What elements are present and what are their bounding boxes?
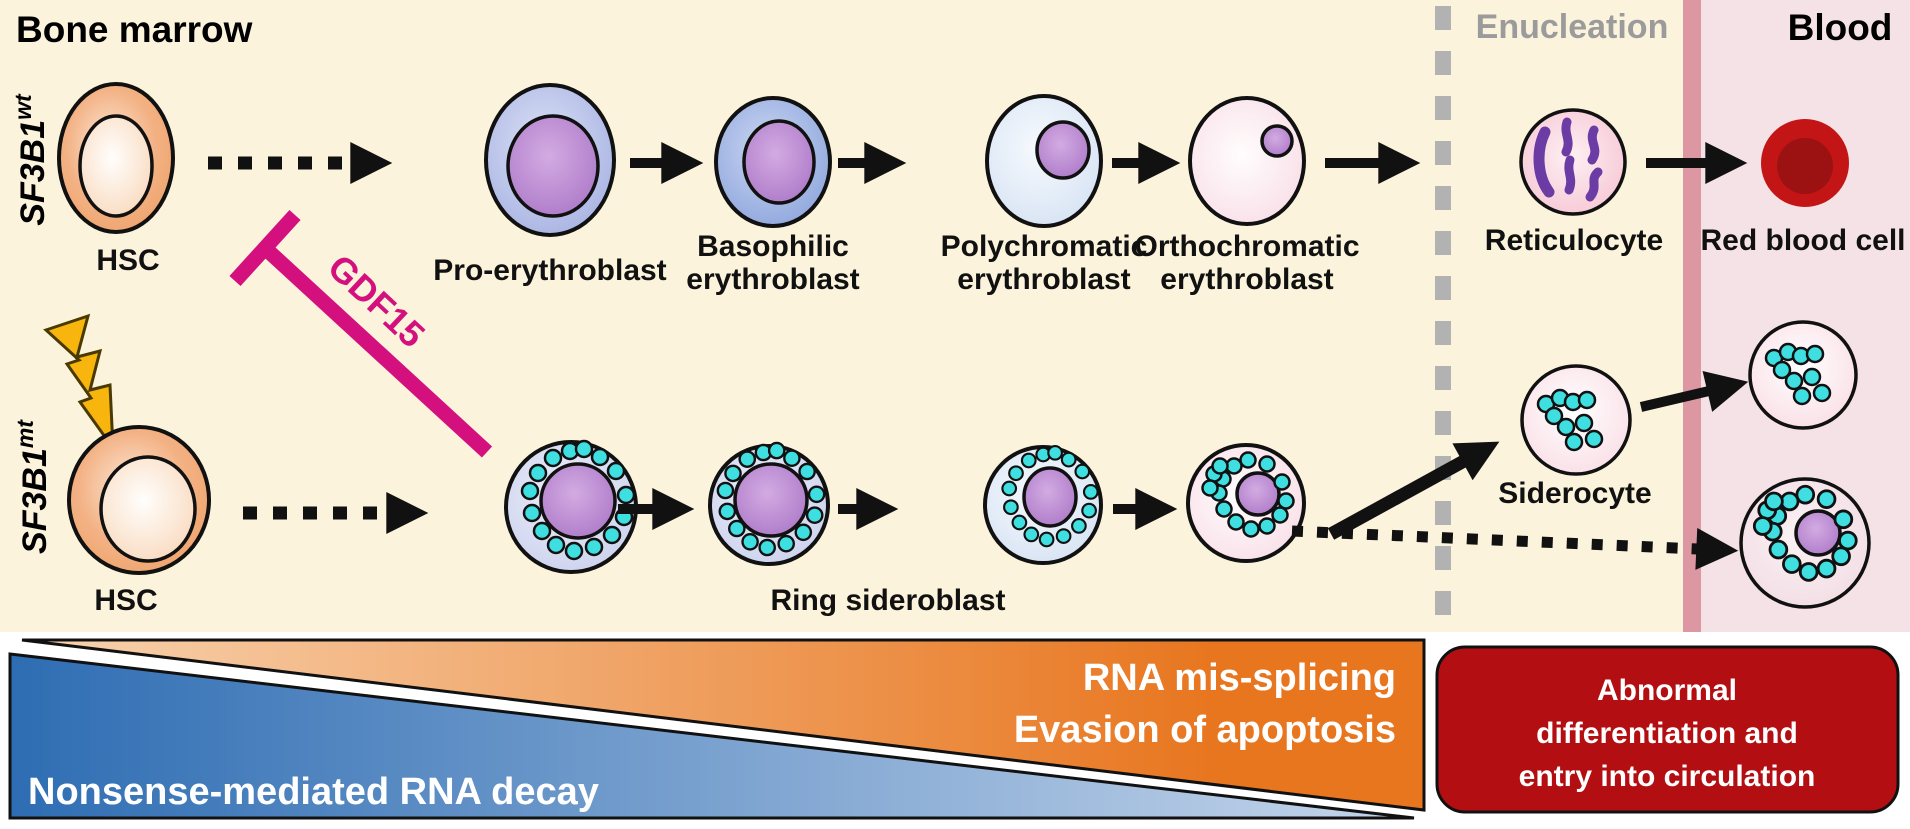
circulating-ring-sideroblast-nucleus: [1794, 509, 1842, 557]
reticulocyte-label: Reticulocyte: [1485, 224, 1663, 257]
blood-divider-stripe: [1683, 0, 1701, 632]
red-blood-cell-label: Red blood cell: [1700, 224, 1905, 257]
enucleation-title: Enucleation: [1476, 8, 1669, 46]
ring-sideroblast-label: Ring sideroblast: [770, 584, 1005, 617]
orthochromatic-label-line2: erythroblast: [1160, 263, 1333, 296]
polychromatic-label-line1: Polychromatic: [941, 230, 1148, 263]
outcome-box-line1: Abnormal: [1597, 674, 1737, 707]
arrow-siderocyte-to-blood: [1639, 370, 1749, 412]
apoptosis-evasion-label: Evasion of apoptosis: [1014, 709, 1396, 751]
orthochromatic-nucleus: [1260, 124, 1294, 158]
outcome-box: [1435, 645, 1900, 814]
pro-erythroblast-nucleus: [506, 114, 600, 218]
sf3b1-mt-label: SF3B1mt: [12, 419, 54, 554]
outcome-box-line3: entry into circulation: [1519, 760, 1816, 793]
basophilic-label-line1: Basophilic: [697, 230, 849, 263]
polychromatic-nucleus: [1035, 120, 1091, 180]
ring-sideroblast-4-nucleus: [1235, 471, 1281, 517]
bone-marrow-background: [0, 0, 1910, 632]
arrow-ring4-to-circulating-sideroblast: [1291, 525, 1739, 570]
pro-erythroblast-label: Pro-erythroblast: [433, 254, 666, 287]
basophilic-label-line2: erythroblast: [686, 263, 859, 296]
gdf15-inhibition-bar: [229, 209, 301, 287]
bone-marrow-title: Bone marrow: [16, 9, 253, 50]
splicing-gradient-wedge: [21, 638, 1426, 812]
gdf15-inhibition-line: [259, 242, 493, 458]
ring-sideroblast-3-nucleus: [1022, 466, 1078, 528]
ring-sideroblast-1-nucleus: [539, 462, 617, 540]
ring-sideroblast-2-nucleus: [733, 462, 809, 538]
mis-splicing-label: RNA mis-splicing: [1083, 657, 1396, 699]
blood-title: Blood: [1788, 7, 1893, 48]
nmd-gradient-wedge: [8, 652, 1415, 820]
polychromatic-label-line2: erythroblast: [957, 263, 1130, 296]
basophilic-nucleus: [742, 119, 816, 205]
mutation-lightning-icon: [43, 313, 115, 453]
hsc-wt-cell-inner: [78, 114, 154, 218]
red-blood-cell-inner: [1777, 138, 1833, 194]
arrow-ring4-to-siderocyte: [1327, 441, 1500, 540]
reticulum-squiggles: [1533, 117, 1603, 202]
hsc-mt-cell-inner: [99, 455, 197, 563]
nmd-label: Nonsense-mediated RNA decay: [28, 771, 599, 813]
sf3b1-wt-label: SF3B1wt: [10, 93, 52, 226]
outcome-box-line2: differentiation and: [1536, 717, 1798, 750]
hsc-wt-label: HSC: [96, 244, 159, 277]
orthochromatic-cell: [1188, 96, 1306, 226]
hsc-mt-label: HSC: [94, 584, 157, 617]
orthochromatic-label-line1: Orthochromatic: [1134, 230, 1359, 263]
siderocyte-label: Siderocyte: [1498, 477, 1651, 510]
